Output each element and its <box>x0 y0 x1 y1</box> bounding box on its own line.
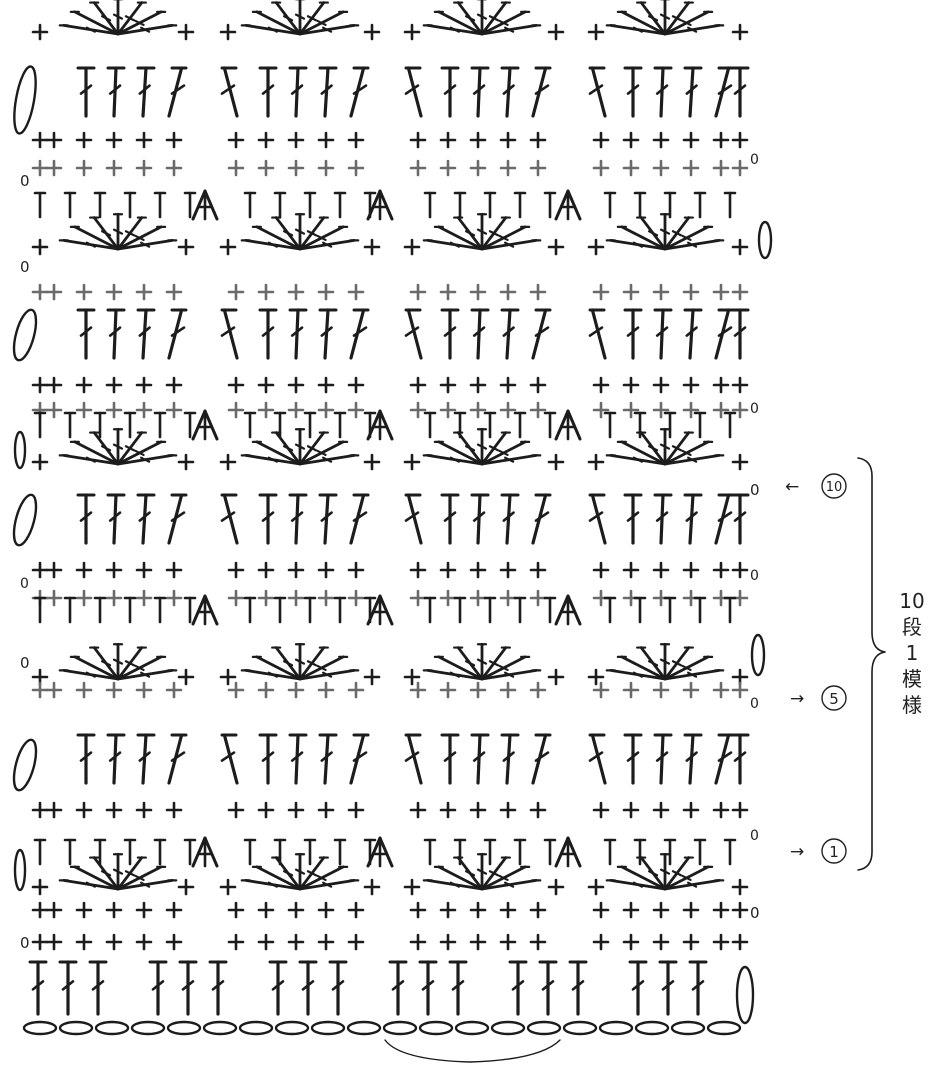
stitch-grid: 0 0 0 0 0 0 0 0 0 0 0 0 <box>10 0 771 1034</box>
repeat-label-line2: 段 <box>902 615 922 639</box>
decrease-cluster-mark <box>568 596 580 624</box>
chain-zero-label: 0 <box>20 576 29 592</box>
chain-stitch-mark <box>132 1022 164 1034</box>
chain-stitch-mark <box>420 1022 452 1034</box>
repeat-bracket <box>858 458 885 870</box>
double-crochet-mark <box>114 310 116 358</box>
decrease-cluster-mark <box>380 838 392 866</box>
double-crochet-mark <box>296 310 298 358</box>
chain-stitch-mark <box>759 222 771 258</box>
decrease-cluster-mark <box>556 596 568 624</box>
double-crochet-mark <box>661 310 663 358</box>
chain-stitch-mark <box>240 1022 272 1034</box>
chain-stitch-mark <box>10 65 40 135</box>
decrease-cluster-mark <box>556 191 568 219</box>
row-marker-5: → 5 <box>790 686 846 710</box>
chain-zero-label: 0 <box>750 481 760 499</box>
chain-zero-label: 0 <box>20 172 30 190</box>
decrease-cluster-mark <box>193 838 205 866</box>
chain-stitch-mark <box>492 1022 524 1034</box>
row-marker-5-number: 5 <box>829 690 839 708</box>
row-marker-1-arrow: → <box>790 842 804 862</box>
repeat-label: 10 段 1 模 様 <box>899 589 924 717</box>
double-crochet-mark <box>478 68 480 116</box>
decrease-cluster-mark <box>205 411 217 439</box>
chain-stitch-mark <box>384 1022 416 1034</box>
chain-stitch-mark <box>600 1022 632 1034</box>
double-crochet-mark <box>296 68 298 116</box>
double-crochet-mark <box>478 310 480 358</box>
chain-stitch-mark <box>60 1022 92 1034</box>
chain-zero-label: 0 <box>20 654 30 672</box>
double-crochet-mark <box>661 495 663 543</box>
chain-stitch-mark <box>312 1022 344 1034</box>
double-crochet-mark <box>296 735 298 783</box>
decrease-cluster-mark <box>193 191 205 219</box>
repeat-label-line4: 模 <box>902 667 922 691</box>
chain-stitch-mark <box>528 1022 560 1034</box>
chain-stitch-mark <box>15 432 25 468</box>
chain-stitch-mark <box>276 1022 308 1034</box>
repeat-label-line3: 1 <box>906 641 919 665</box>
chain-zero-label: 0 <box>750 828 759 844</box>
chain-stitch-mark <box>15 850 25 890</box>
row-marker-10-number: 10 <box>826 480 843 495</box>
double-crochet-mark <box>114 68 116 116</box>
chain-zero-label: 0 <box>750 696 759 712</box>
chain-stitch-mark <box>636 1022 668 1034</box>
chain-zero-label: 0 <box>750 152 759 168</box>
decrease-cluster-mark <box>556 838 568 866</box>
chain-stitch-mark <box>672 1022 704 1034</box>
chain-stitch-mark <box>24 1022 56 1034</box>
chain-stitch-mark <box>10 493 41 548</box>
double-crochet-mark <box>114 735 116 783</box>
double-crochet-mark <box>478 735 480 783</box>
decrease-cluster-mark <box>205 191 217 219</box>
decrease-cluster-mark <box>380 191 392 219</box>
decrease-cluster-mark <box>380 596 392 624</box>
chain-zero-label: 0 <box>750 568 759 584</box>
row-marker-1-number: 1 <box>829 843 839 861</box>
double-crochet-mark <box>478 495 480 543</box>
repeat-label-line5: 様 <box>902 693 922 717</box>
chain-stitch-mark <box>737 967 753 1023</box>
chain-stitch-mark <box>456 1022 488 1034</box>
double-crochet-mark <box>296 495 298 543</box>
chain-zero-label: 0 <box>20 934 30 952</box>
decrease-cluster-mark <box>568 411 580 439</box>
chain-zero-label: 0 <box>750 401 759 417</box>
decrease-cluster-mark <box>205 596 217 624</box>
chain-stitch-mark <box>564 1022 596 1034</box>
chain-stitch-mark <box>96 1022 128 1034</box>
double-crochet-mark <box>661 735 663 783</box>
double-crochet-mark <box>114 495 116 543</box>
row-marker-10-arrow: ← <box>785 477 799 497</box>
chain-zero-label: 0 <box>750 904 760 922</box>
decrease-cluster-mark <box>193 411 205 439</box>
chain-stitch-mark <box>168 1022 200 1034</box>
chain-zero-label: 0 <box>20 258 30 276</box>
decrease-cluster-mark <box>205 838 217 866</box>
decrease-cluster-mark <box>193 596 205 624</box>
row-marker-10: ← 10 <box>785 474 846 498</box>
chain-stitch-mark <box>348 1022 380 1034</box>
double-crochet-mark <box>661 68 663 116</box>
chain-stitch-mark <box>752 635 764 675</box>
decrease-cluster-mark <box>556 411 568 439</box>
chain-stitch-mark <box>204 1022 236 1034</box>
decrease-cluster-mark <box>568 191 580 219</box>
chain-stitch-mark <box>10 308 41 363</box>
decrease-cluster-mark <box>568 838 580 866</box>
chain-stitch-mark <box>708 1022 740 1034</box>
chain-stitch-mark <box>10 738 41 793</box>
row-marker-5-arrow: → <box>790 689 804 709</box>
decrease-cluster-mark <box>380 411 392 439</box>
repeat-label-line1: 10 <box>899 589 924 613</box>
bottom-repeat-bracket <box>385 1040 560 1062</box>
row-marker-1: → 1 <box>790 839 846 863</box>
